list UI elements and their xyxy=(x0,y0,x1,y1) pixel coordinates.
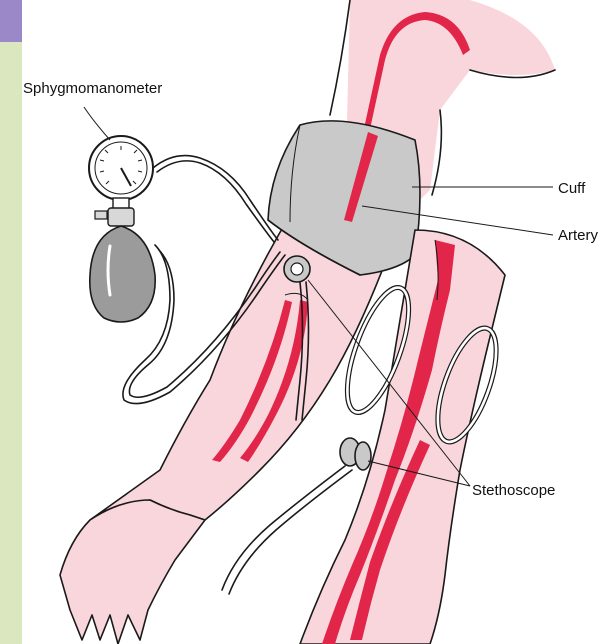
label-sphygmomanometer: Sphygmomanometer xyxy=(23,80,162,97)
gauge-tubing xyxy=(153,156,278,240)
label-artery: Artery xyxy=(558,227,599,244)
hand xyxy=(60,500,205,644)
sphygmomanometer-device xyxy=(89,136,155,322)
label-stethoscope: Stethoscope xyxy=(472,482,555,499)
leader-sphygmomanometer xyxy=(84,107,110,140)
label-cuff: Cuff xyxy=(558,180,586,197)
inflation-bulb xyxy=(90,226,155,322)
stethoscope-inset-chestpiece xyxy=(340,438,371,470)
